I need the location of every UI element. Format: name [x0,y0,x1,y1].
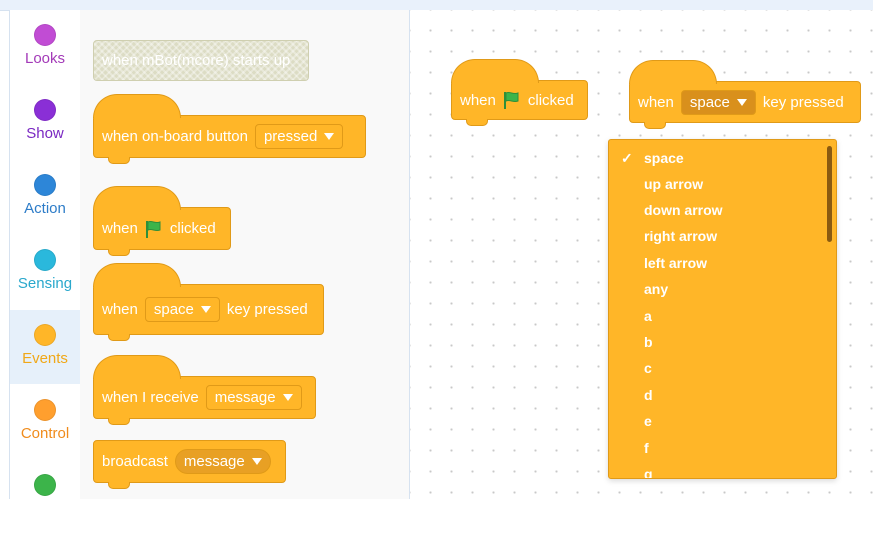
menu-item-up-arrow[interactable]: up arrow [644,176,704,192]
block-notch [466,119,488,126]
menu-item-e[interactable]: e [644,413,652,429]
green-flag-icon [145,220,161,238]
hat-cap [93,186,181,210]
broadcast-block[interactable]: broadcast message [93,440,286,489]
menu-item-f[interactable]: f [644,440,649,456]
category-label: Looks [24,50,66,67]
green-flag-icon [503,91,519,109]
when-mbot-starts-block[interactable]: when mBot(mcore) starts up [93,40,309,81]
hat-cap [451,59,539,83]
category-label: Events [22,350,68,367]
category-action[interactable]: Action [10,160,80,234]
hat-cap [93,355,181,379]
message-dropdown[interactable]: message [205,385,302,410]
menu-item-b[interactable]: b [644,334,653,350]
category-show[interactable]: Show [10,85,80,159]
category-label: Show [26,125,64,142]
category-operators[interactable] [10,460,80,534]
menu-item-space[interactable]: ✓space [609,145,824,171]
category-label: Action [24,200,66,217]
dropdown-arrow-icon [251,458,262,465]
canvas-when-key-pressed-block[interactable]: when space key pressed [629,60,861,129]
block-notch [108,249,130,256]
dropdown-arrow-icon [282,394,293,401]
key-dropdown-menu: ✓space up arrow down arrow right arrow l… [608,139,837,479]
hat-cap [93,263,181,287]
category-looks[interactable]: Looks [10,10,80,84]
category-bar: Looks Show Action Sensing Events Control [9,10,81,499]
operators-dot-icon [34,474,56,496]
block-text: when [638,93,674,111]
block-text: when [102,301,138,318]
when-onboard-button-block[interactable]: when on-board button pressed [93,94,366,164]
menu-scrollbar[interactable] [827,146,832,242]
category-control[interactable]: Control [10,385,80,459]
block-text: clicked [169,220,216,237]
sensing-dot-icon [34,249,56,271]
onboard-button-dropdown[interactable]: pressed [254,124,344,149]
menu-item-g[interactable]: g [644,466,653,479]
dropdown-arrow-icon [736,98,747,106]
block-text: clicked [527,91,574,109]
dropdown-arrow-icon [200,306,211,313]
canvas-when-flag-clicked-block[interactable]: when clicked [451,59,588,126]
block-notch [108,418,130,425]
category-events[interactable]: Events [10,310,80,384]
menu-item-left-arrow[interactable]: left arrow [644,255,708,271]
block-notch [644,122,666,129]
key-dropdown[interactable]: space [144,297,220,322]
when-i-receive-block[interactable]: when I receive message [93,355,316,425]
block-text: when [460,91,496,109]
menu-item-c[interactable]: c [644,360,652,376]
events-dot-icon [34,324,56,346]
block-notch [108,482,130,489]
dropdown-arrow-icon [324,133,335,140]
broadcast-message-dropdown[interactable]: message [174,449,271,474]
category-sensing[interactable]: Sensing [10,235,80,309]
menu-item-any[interactable]: any [644,281,669,297]
category-label: Control [20,425,70,442]
menu-item-down-arrow[interactable]: down arrow [644,202,723,218]
block-text: broadcast [102,453,168,470]
hat-cap [629,60,717,84]
action-dot-icon [34,174,56,196]
looks-dot-icon [34,24,56,46]
block-text: key pressed [762,93,844,111]
checkmark-icon: ✓ [621,150,633,166]
block-palette: when mBot(mcore) starts up when on-board… [80,10,410,499]
block-text: when mBot(mcore) starts up [102,52,291,69]
block-notch [108,334,130,341]
category-label: Sensing [17,275,73,292]
menu-item-a[interactable]: a [644,308,652,324]
block-text: when on-board button [102,128,248,145]
block-text: key pressed [226,301,308,318]
menu-item-right-arrow[interactable]: right arrow [644,228,718,244]
when-flag-clicked-block[interactable]: when clicked [93,186,231,256]
control-dot-icon [34,399,56,421]
hat-cap [93,94,181,118]
menu-item-d[interactable]: d [644,387,653,403]
when-key-pressed-block[interactable]: when space key pressed [93,263,324,341]
show-dot-icon [34,99,56,121]
block-text: when I receive [102,389,199,406]
canvas-key-dropdown[interactable]: space [680,89,756,115]
block-text: when [102,220,138,237]
block-notch [108,157,130,164]
